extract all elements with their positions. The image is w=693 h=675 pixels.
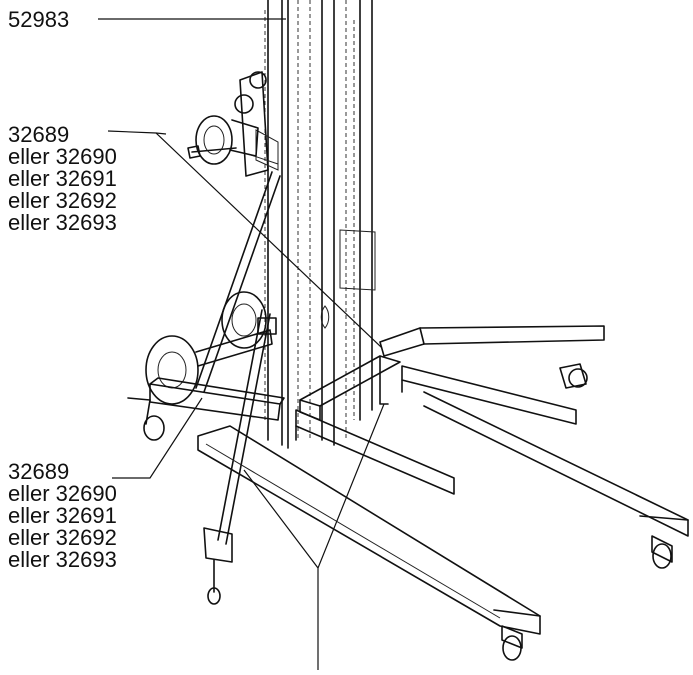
front-caster-leg xyxy=(203,527,233,605)
callout-lower-leg-line-2: eller 32690 xyxy=(8,481,117,506)
callout-lower-leg-line-5: eller 32693 xyxy=(8,547,117,572)
callout-upper-leg-line-2: eller 32690 xyxy=(8,144,117,169)
right-leg xyxy=(401,365,689,569)
callout-mast-line-1: 52983 xyxy=(8,7,70,32)
callout-mast: 52983 xyxy=(8,9,69,31)
mid-wheel xyxy=(221,291,277,349)
callout-upper-leg-line-3: eller 32691 xyxy=(8,166,117,191)
leader-lower-leg xyxy=(112,397,203,479)
callout-upper-leg-line-4: eller 32692 xyxy=(8,188,117,213)
winch-wheel xyxy=(187,115,259,165)
callout-lower-leg-line-4: eller 32692 xyxy=(8,525,117,550)
callout-lower-leg-line-1: 32689 xyxy=(8,459,70,484)
left-lower-leg xyxy=(197,409,541,661)
callout-lower-leg: 32689 eller 32690 eller 32691 eller 3269… xyxy=(8,461,117,571)
mast xyxy=(264,0,376,449)
leader-lines xyxy=(98,18,385,670)
leader-bottom xyxy=(243,403,385,670)
callout-upper-leg: 32689 eller 32690 eller 32691 eller 3269… xyxy=(8,124,117,234)
callout-lower-leg-line-3: eller 32691 xyxy=(8,503,117,528)
left-front-leg xyxy=(127,329,285,441)
callout-upper-leg-line-5: eller 32693 xyxy=(8,210,117,235)
callout-upper-leg-line-1: 32689 xyxy=(8,122,70,147)
leader-upper-leg-wheel xyxy=(155,132,167,135)
carriage xyxy=(234,71,279,177)
